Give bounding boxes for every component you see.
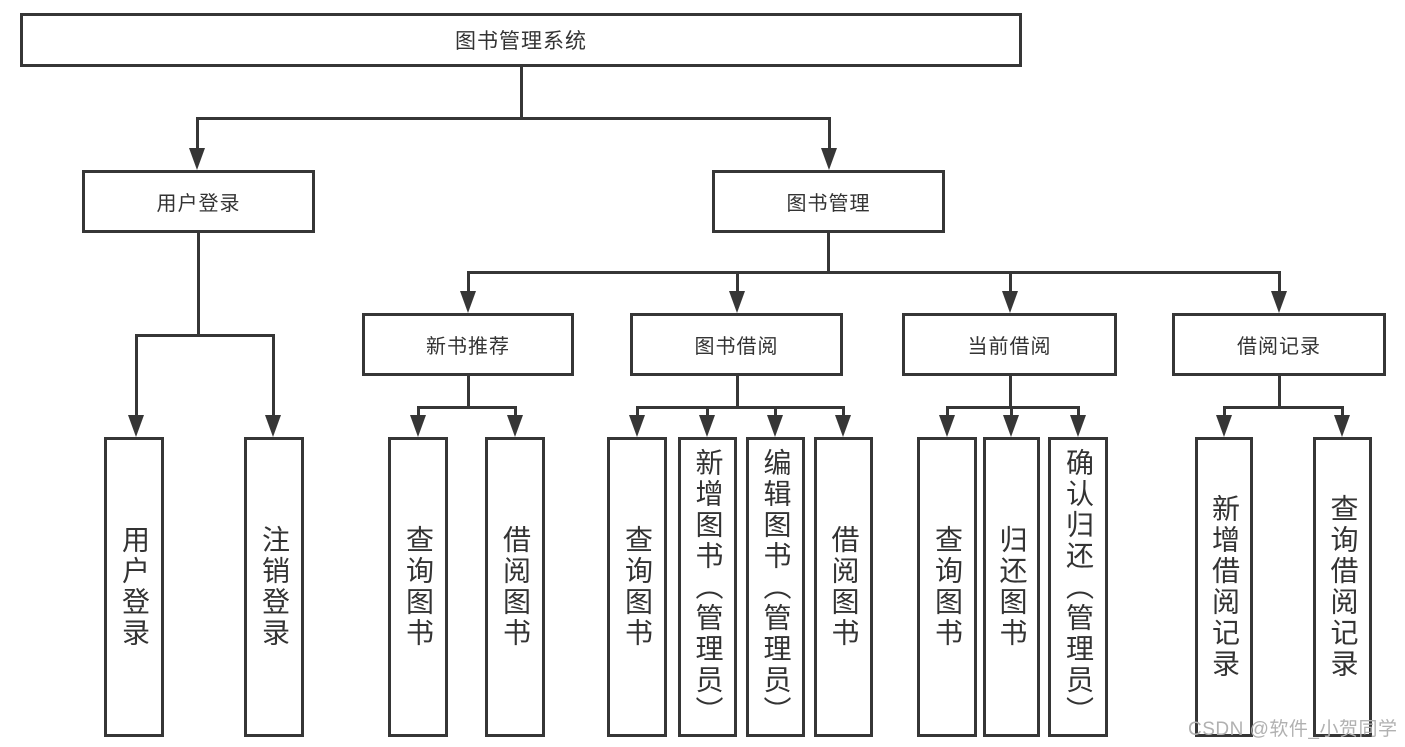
connector-line — [1009, 271, 1012, 295]
csdn-watermark: CSDN @软件_小贺同学 — [1188, 719, 1398, 740]
arrow-down-icon — [1070, 415, 1086, 437]
connector-line — [827, 231, 830, 274]
arrow-down-icon — [939, 415, 955, 437]
connector-line — [774, 406, 777, 418]
arrow-down-icon — [767, 415, 783, 437]
connector-line — [417, 406, 420, 418]
leaf-record-add-label: 新增借阅记录 — [1209, 494, 1240, 680]
connector-line — [135, 334, 274, 337]
connector-line — [1077, 406, 1080, 418]
node-new-book-recommend-label: 新书推荐 — [426, 336, 510, 358]
leaf-borrow-add-book-label: 新增图书（管理员） — [692, 447, 724, 727]
connector-line — [196, 117, 199, 150]
node-root-label: 图书管理系统 — [455, 30, 587, 53]
node-root: 图书管理系统 — [20, 13, 1022, 67]
node-user-login-label: 用户登录 — [156, 193, 241, 215]
connector-line — [467, 374, 470, 409]
leaf-current-query-book-label: 查询图书 — [932, 525, 963, 649]
connector-line — [272, 334, 275, 418]
node-borrow-record-label: 借阅记录 — [1237, 336, 1321, 358]
leaf-borrow-add-book: 新增图书（管理员） — [678, 437, 737, 737]
leaf-record-query: 查询借阅记录 — [1313, 437, 1372, 737]
connector-line — [196, 117, 830, 120]
arrow-down-icon — [821, 148, 837, 170]
arrow-down-icon — [460, 291, 476, 313]
connector-line — [636, 406, 844, 409]
node-book-borrow: 图书借阅 — [630, 313, 843, 376]
leaf-logout-label: 注销登录 — [259, 525, 290, 649]
leaf-borrow-edit-book: 编辑图书（管理员） — [746, 437, 805, 737]
leaf-current-return-book-label: 归还图书 — [996, 525, 1028, 649]
arrow-down-icon — [410, 415, 426, 437]
leaf-borrow-borrow-book-label: 借阅图书 — [828, 525, 860, 649]
connector-line — [520, 67, 523, 119]
node-book-borrow-label: 图书借阅 — [694, 336, 779, 358]
arrow-down-icon — [1003, 415, 1019, 437]
leaf-borrow-borrow-book: 借阅图书 — [814, 437, 873, 737]
leaf-newrec-borrow-book-label: 借阅图书 — [500, 525, 531, 649]
connector-line — [842, 406, 845, 418]
node-new-book-recommend: 新书推荐 — [362, 313, 574, 376]
connector-line — [736, 271, 739, 295]
leaf-newrec-query-book-label: 查询图书 — [403, 525, 434, 649]
arrow-down-icon — [1271, 291, 1287, 313]
connector-line — [197, 231, 200, 336]
node-book-management: 图书管理 — [712, 170, 945, 233]
connector-line — [828, 117, 831, 150]
leaf-newrec-borrow-book: 借阅图书 — [485, 437, 545, 737]
arrow-down-icon — [189, 148, 205, 170]
connector-line — [135, 334, 138, 418]
connector-line — [736, 374, 739, 409]
connector-line — [946, 406, 949, 418]
connector-line — [1278, 374, 1281, 409]
connector-line — [1010, 406, 1013, 418]
leaf-borrow-edit-book-label: 编辑图书（管理员） — [760, 447, 792, 727]
arrow-down-icon — [265, 415, 281, 437]
connector-line — [636, 406, 639, 418]
leaf-user-login-label: 用户登录 — [119, 525, 150, 649]
arrow-down-icon — [1002, 291, 1018, 313]
connector-line — [417, 406, 516, 409]
leaf-current-confirm-return-label: 确认归还（管理员） — [1063, 447, 1094, 727]
arrow-down-icon — [1216, 415, 1232, 437]
connector-line — [1278, 271, 1281, 295]
leaf-user-login: 用户登录 — [104, 437, 164, 737]
leaf-newrec-query-book: 查询图书 — [388, 437, 448, 737]
leaf-current-confirm-return: 确认归还（管理员） — [1048, 437, 1108, 737]
arrow-down-icon — [699, 415, 715, 437]
arrow-down-icon — [835, 415, 851, 437]
leaf-current-return-book: 归还图书 — [983, 437, 1040, 737]
node-borrow-record: 借阅记录 — [1172, 313, 1386, 376]
connector-line — [1223, 406, 1226, 418]
leaf-logout: 注销登录 — [244, 437, 304, 737]
node-book-management-label: 图书管理 — [786, 193, 871, 215]
leaf-record-query-label: 查询借阅记录 — [1327, 494, 1359, 680]
leaf-borrow-query-book-label: 查询图书 — [622, 525, 653, 649]
leaf-record-add: 新增借阅记录 — [1195, 437, 1253, 737]
connector-line — [1223, 406, 1343, 409]
arrow-down-icon — [629, 415, 645, 437]
connector-line — [467, 271, 1280, 274]
connector-line — [467, 271, 470, 295]
node-current-borrow-label: 当前借阅 — [967, 336, 1052, 358]
leaf-borrow-query-book: 查询图书 — [607, 437, 667, 737]
connector-line — [514, 406, 517, 418]
node-current-borrow: 当前借阅 — [902, 313, 1117, 376]
leaf-current-query-book: 查询图书 — [917, 437, 977, 737]
connector-line — [1341, 406, 1344, 418]
connector-line — [1009, 374, 1012, 409]
arrow-down-icon — [729, 291, 745, 313]
arrow-down-icon — [128, 415, 144, 437]
arrow-down-icon — [1334, 415, 1350, 437]
arrow-down-icon — [507, 415, 523, 437]
node-user-login: 用户登录 — [82, 170, 315, 233]
connector-line — [706, 406, 709, 418]
